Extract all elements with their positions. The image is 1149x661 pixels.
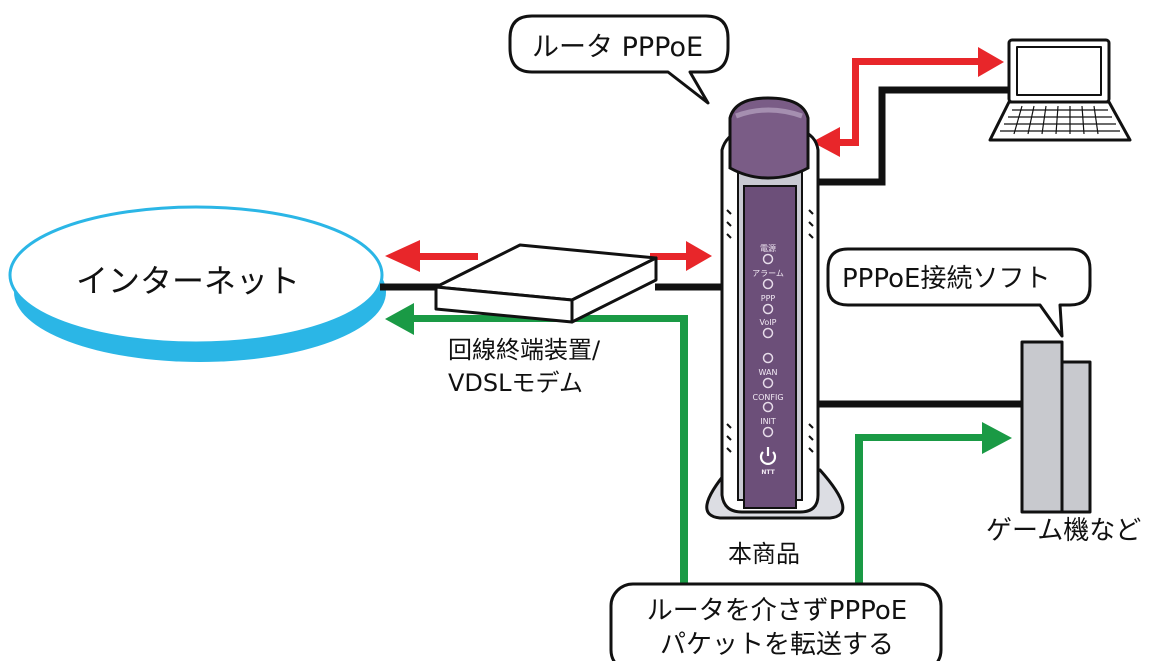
led-ppp-icon (762, 303, 774, 315)
led-label-config: CONFIG (752, 393, 783, 402)
internet-label: インターネット (76, 262, 301, 300)
led-power-icon (762, 253, 774, 265)
callout-passthrough (609, 582, 943, 661)
onu-modem-device (434, 243, 658, 324)
led-blank-icon (762, 352, 774, 364)
laptop-icon (988, 38, 1132, 142)
led-label-alarm: アラーム (752, 269, 784, 278)
led-label-ppp: PPP (761, 294, 776, 303)
callout-pppoe-software (826, 247, 1092, 338)
led-label-init: INIT (760, 417, 776, 426)
red-arrow-pc (978, 47, 1004, 77)
onu-label-line1: 回線終端装置/ (448, 336, 601, 364)
callout-passthrough-line2: パケットを転送する (659, 630, 894, 660)
red-arrow-right-router (686, 241, 712, 271)
power-button-icon (759, 447, 777, 465)
led-label-voip: VoIP (760, 318, 777, 327)
red-arrow-left (385, 240, 420, 272)
product-label: 本商品 (728, 540, 800, 568)
led-wan-icon (762, 377, 774, 389)
led-alarm-icon (762, 278, 774, 290)
cables (380, 86, 1022, 408)
callout-passthrough-line1: ルータを介さずPPPoE (646, 596, 908, 626)
callout-router-pppoe (508, 14, 730, 105)
game-device-label: ゲーム機など (986, 516, 1142, 546)
internet-cloud (8, 205, 386, 362)
led-label-wan: WAN (759, 368, 778, 377)
led-voip-icon (762, 327, 774, 339)
router-device: 電源 アラーム PPP VoIP WAN CONFIG INIT NTT (705, 96, 845, 520)
green-arrow-game (982, 422, 1012, 454)
red-arrow-router (812, 127, 840, 157)
brand-logo: NTT (761, 469, 775, 476)
game-console-icon (1020, 340, 1092, 514)
led-label-power: 電源 (760, 244, 776, 253)
callout-pppoe-software-text: PPPoE接続ソフト (842, 264, 1051, 294)
led-config-icon (762, 401, 774, 413)
led-init-icon (762, 426, 774, 438)
red-flow (385, 47, 1004, 272)
callout-router-pppoe-text: ルータ PPPoE (532, 32, 704, 63)
cable-router-pc (810, 86, 1010, 186)
onu-label-line2: VDSLモデム (448, 369, 584, 397)
green-arrow-internet (385, 303, 414, 335)
